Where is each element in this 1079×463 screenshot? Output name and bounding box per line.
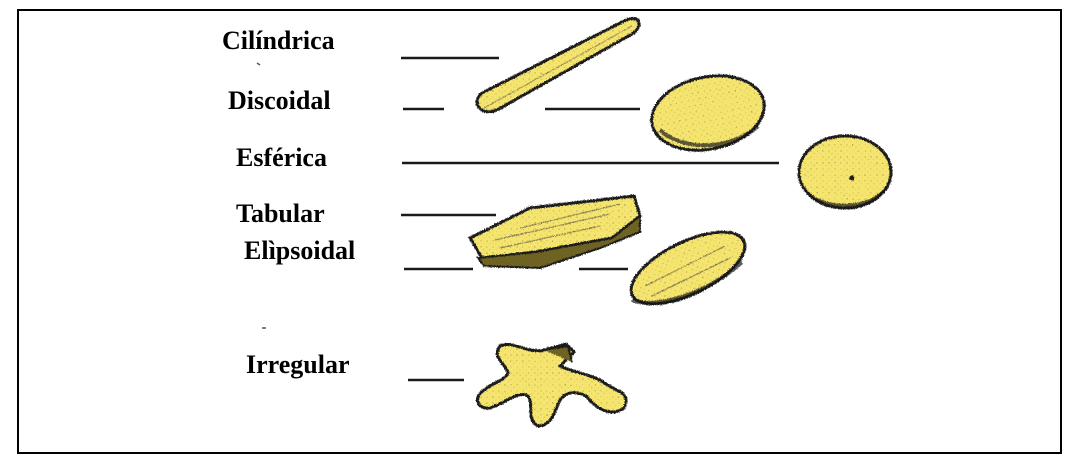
shape-elipsoidal — [621, 217, 755, 318]
shape-cilindrica — [477, 18, 639, 112]
shape-irregular — [477, 344, 626, 426]
stray-marks — [257, 63, 266, 328]
shape-discoidal — [645, 66, 771, 160]
shape-esferica — [799, 136, 891, 208]
shape-tabular — [470, 196, 640, 268]
